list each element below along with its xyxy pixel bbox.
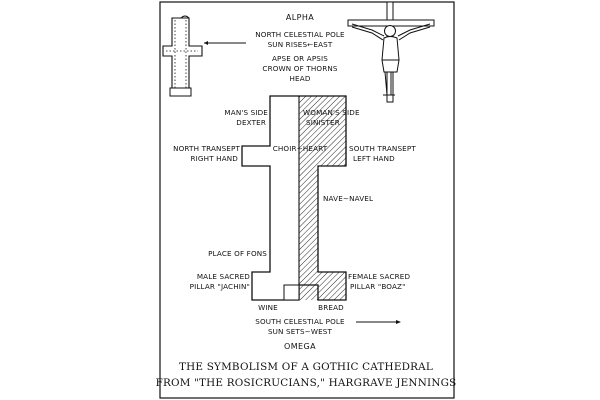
female-pillar-label: FEMALE SACRED bbox=[348, 272, 410, 281]
boaz-label: PILLAR "BOAZ" bbox=[350, 282, 406, 291]
north-transept-label: NORTH TRANSEPT bbox=[173, 144, 240, 153]
right-hand-label: RIGHT HAND bbox=[191, 154, 239, 163]
alpha-label: ALPHA bbox=[286, 13, 314, 22]
dexter-label: DEXTER bbox=[236, 118, 266, 127]
crucifix-figure-icon bbox=[347, 1, 435, 103]
crown-of-thorns-label: CROWN OF THORNS bbox=[262, 64, 337, 73]
south-transept-label: SOUTH TRANSEPT bbox=[349, 144, 416, 153]
mans-side-label: MAN'S SIDE bbox=[224, 108, 268, 117]
sinister-label: SINISTER bbox=[306, 118, 340, 127]
caption-line-1: THE SYMBOLISM OF A GOTHIC CATHEDRAL bbox=[179, 361, 433, 373]
south-pole-label: SOUTH CELESTIAL POLE bbox=[255, 317, 345, 326]
nave-navel-label: NAVE∼NAVEL bbox=[323, 194, 373, 203]
left-hand-label: LEFT HAND bbox=[353, 154, 395, 163]
sun-rises-label: SUN RISES←EAST bbox=[268, 40, 333, 49]
arrow-right-icon bbox=[356, 320, 401, 324]
cathedral-floor-plan-icon bbox=[162, 15, 203, 97]
north-pole-label: NORTH CELESTIAL POLE bbox=[255, 30, 345, 39]
choir-heart-label: CHOIR∼HEART bbox=[273, 144, 328, 153]
wine-bread-step bbox=[283, 284, 300, 301]
arrow-left-icon bbox=[204, 41, 246, 45]
head-label: HEAD bbox=[290, 74, 311, 83]
place-of-fons-label: PLACE OF FONS bbox=[208, 249, 267, 258]
jachin-label: PILLAR "JACHIN" bbox=[190, 282, 250, 291]
caption-line-2: FROM "THE ROSICRUCIANS," HARGRAVE JENNIN… bbox=[156, 377, 457, 389]
womans-side-label: WOMAN'S SIDE bbox=[303, 108, 360, 117]
male-pillar-label: MALE SACRED bbox=[197, 272, 250, 281]
female-pillar-hatched-area bbox=[299, 166, 346, 300]
sinister-hatched-area bbox=[299, 96, 346, 166]
apse-label: APSE OR APSIS bbox=[272, 54, 328, 63]
cathedral-cross-outline bbox=[241, 95, 347, 301]
sun-sets-label: SUN SETS∼WEST bbox=[268, 327, 333, 336]
wine-label: WINE bbox=[258, 303, 278, 312]
omega-label: OMEGA bbox=[284, 342, 316, 351]
bread-label: BREAD bbox=[318, 303, 344, 312]
